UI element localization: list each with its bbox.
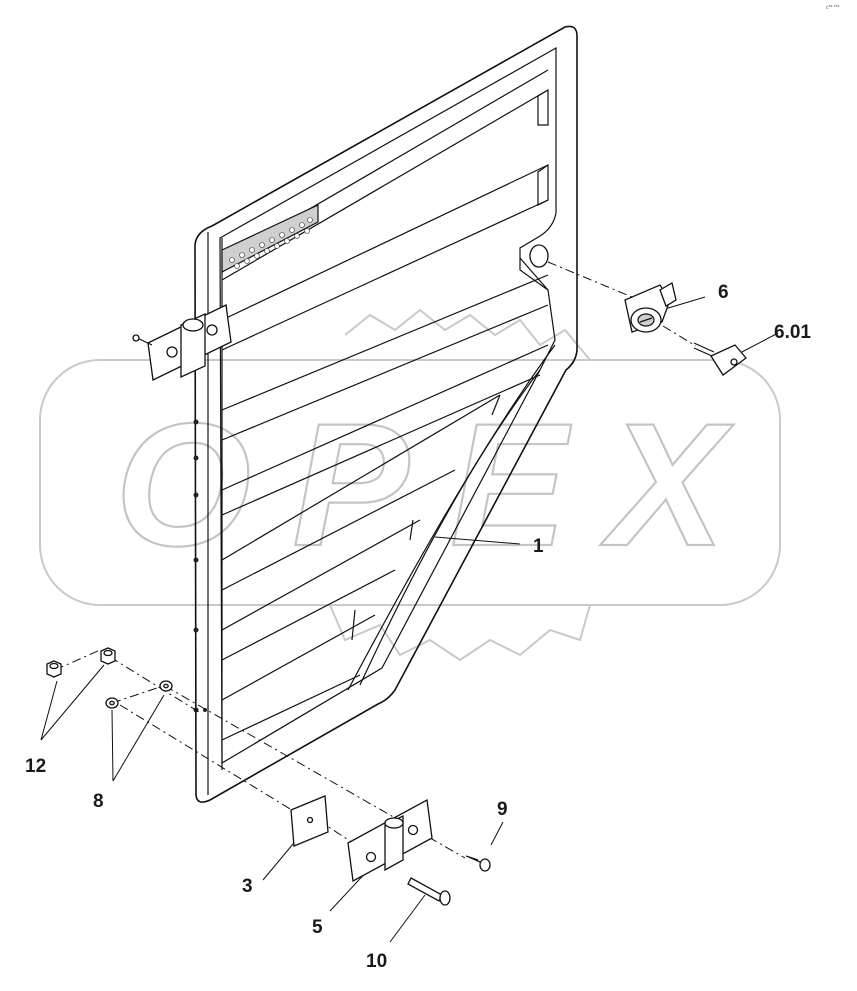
callout-6-01: 6.01 — [774, 322, 811, 343]
callout-labels: 6 6.01 1 12 8 9 3 5 10 — [25, 282, 811, 972]
hinge-5 — [347, 798, 433, 883]
callout-9: 9 — [497, 799, 508, 820]
corner-code: c** *** — [826, 5, 840, 11]
washers-8 — [105, 680, 173, 709]
plate-3 — [290, 795, 329, 847]
bolt-9 — [465, 855, 491, 872]
bolt-10 — [407, 877, 451, 906]
key-6-01 — [693, 342, 747, 376]
callout-8: 8 — [93, 791, 104, 812]
callout-6: 6 — [718, 282, 729, 303]
door-frame — [132, 25, 578, 803]
callout-3: 3 — [242, 876, 253, 897]
callout-1: 1 — [533, 536, 544, 557]
callout-5: 5 — [312, 917, 323, 938]
callout-10: 10 — [366, 951, 387, 972]
callout-12: 12 — [25, 756, 46, 777]
nuts-12 — [46, 647, 116, 678]
lock-cylinder-6 — [624, 281, 677, 333]
